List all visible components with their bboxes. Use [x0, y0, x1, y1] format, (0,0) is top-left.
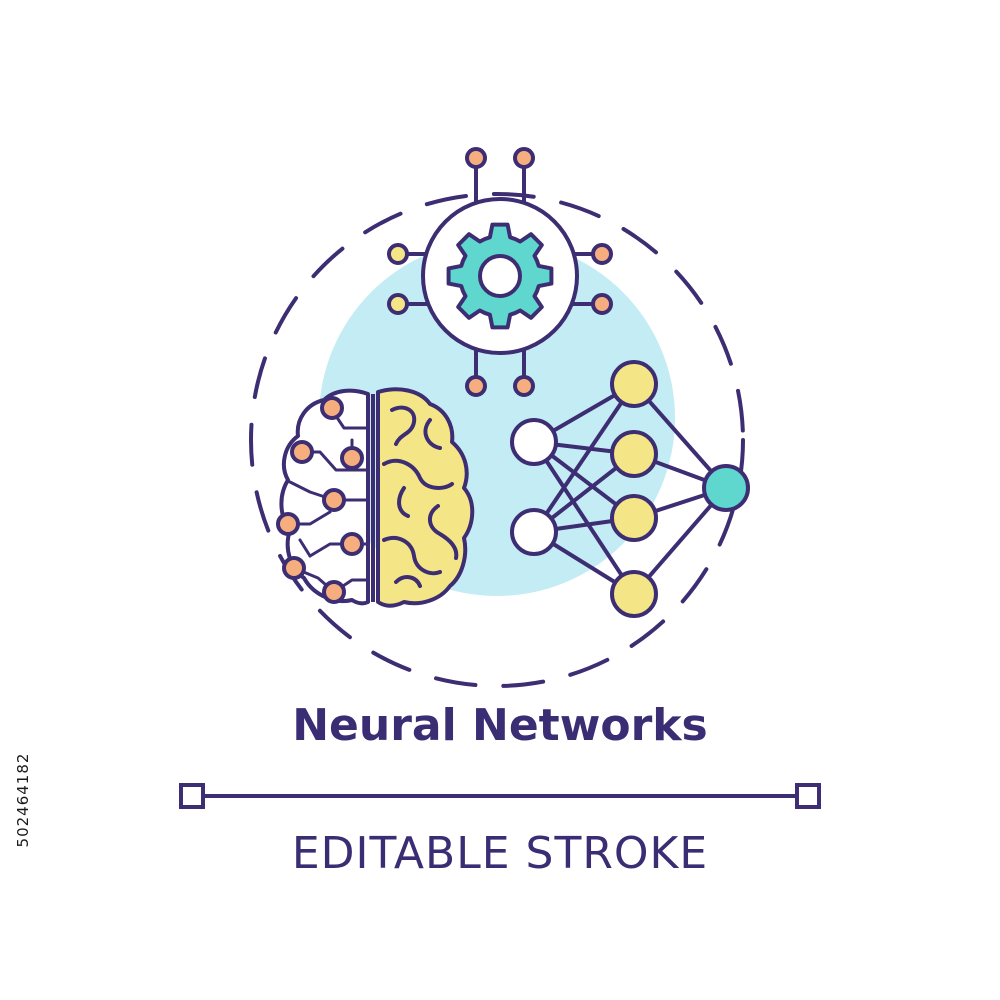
network-edge [532, 382, 636, 534]
brain-organic-half [376, 387, 475, 608]
hidden-node [610, 570, 658, 618]
circuit-node [513, 147, 535, 169]
subtitle: EDITABLE STROKE [291, 828, 709, 879]
network-graph-icon [510, 360, 750, 618]
brain-folds [382, 405, 459, 588]
circuit-node [465, 147, 487, 169]
gear-hole [478, 254, 522, 298]
title: Neural Networks [292, 700, 708, 751]
gear-circuit-icon [387, 147, 613, 397]
rule-handle-left [179, 783, 205, 809]
brain-node [322, 488, 346, 512]
editable-stroke-rule [179, 783, 821, 809]
brain-node [320, 396, 344, 420]
hidden-node [610, 494, 658, 542]
circuit-node [465, 375, 487, 397]
circuit-node [387, 243, 409, 265]
brain-node [276, 512, 300, 536]
output-node [702, 464, 750, 512]
brain-node [340, 532, 364, 556]
stock-id-watermark: 502464182 [3, 620, 43, 980]
brain-node [340, 446, 364, 470]
circuit-node [387, 293, 409, 315]
hidden-node [610, 360, 658, 408]
hidden-node [610, 430, 658, 478]
rule-handle-right [795, 783, 821, 809]
network-edge [532, 440, 636, 596]
dashed-circle [249, 192, 745, 688]
brain-circuit-nodes [276, 396, 364, 604]
network-nodes [510, 360, 750, 618]
brain-node [282, 556, 306, 580]
circuit-node [591, 293, 613, 315]
input-node [510, 418, 558, 466]
input-node [510, 508, 558, 556]
stock-id-text: 502464182 [14, 752, 32, 848]
gear-circuit-nodes [387, 147, 613, 397]
circuit-node [513, 375, 535, 397]
brain-node [322, 580, 346, 604]
circuit-node [591, 243, 613, 265]
brain-circuit-icon [276, 387, 475, 608]
brain-node [290, 440, 314, 464]
